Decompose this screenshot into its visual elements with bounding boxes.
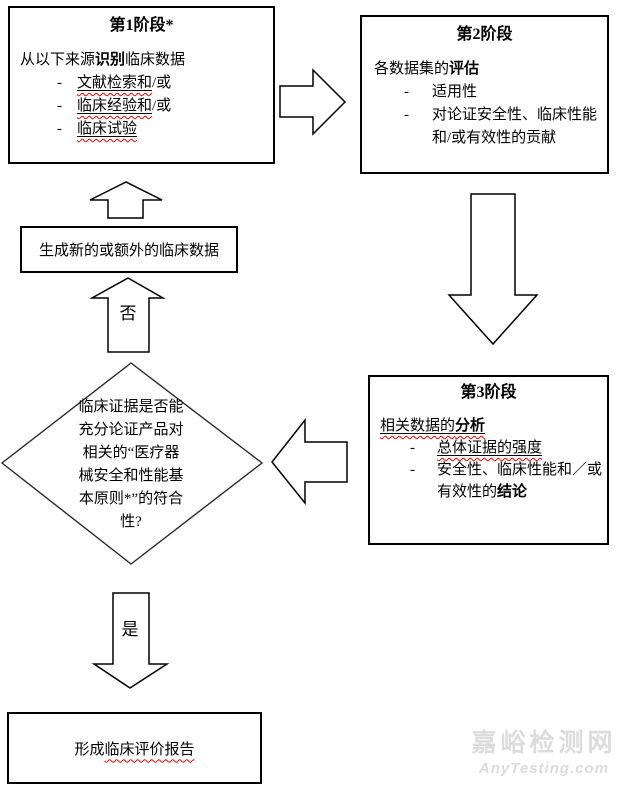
stage2-node: 第2阶段 各数据集的评估 - 适用性 - 对论证安全性、临床性能和/或有效性的贡… <box>360 15 609 174</box>
stage2-title: 第2阶段 <box>456 26 513 43</box>
label-yes: 是 <box>121 620 139 639</box>
decision-diamond-text: 临床证据是否能 充分论证产品对 相关的“医疗器 械安全和性能基 本原则*”的符合… <box>78 399 184 530</box>
dash-bullet: - <box>57 75 62 91</box>
generate-data-node: 生成新的或额外的临床数据 <box>20 226 238 273</box>
arrow-stage1-to-stage2-icon <box>279 68 347 136</box>
stage1-body: 从以下来源识别临床数据 - 文献检索和/或 - 临床经验和/或 - 临床试验 <box>10 49 273 141</box>
stage2-intro: 各数据集的评估 <box>374 61 480 77</box>
stage3-title: 第3阶段 <box>460 384 517 401</box>
stage3-list-item: - 总体证据的强度 <box>370 437 607 459</box>
stage2-list-item: - 适用性 <box>362 81 607 104</box>
stage1-title: 第1阶段* <box>109 17 174 34</box>
stage3-body: 相关数据的分析 - 总体证据的强度 - 安全性、临床性能和／或有效性的结论 <box>370 415 607 503</box>
label-no: 否 <box>119 304 137 323</box>
dash-bullet: - <box>57 121 62 137</box>
decision-diamond-shape <box>0 362 264 565</box>
dash-bullet: - <box>404 84 409 100</box>
stage1-node: 第1阶段* 从以下来源识别临床数据 - 文献检索和/或 - 临床经验和/或 - … <box>8 6 275 164</box>
arrow-stage3-to-decision-icon <box>271 417 348 506</box>
dash-bullet: - <box>410 462 415 478</box>
report-node: 形成临床评价报告 <box>7 712 262 784</box>
dash-bullet: - <box>410 440 415 456</box>
dash-bullet: - <box>57 98 62 114</box>
arrow-decision-to-generate-icon <box>89 277 166 353</box>
stage1-list-item: - 文献检索和/或 <box>10 72 273 95</box>
stage2-list-item: - 对论证安全性、临床性能和/或有效性的贡献 <box>362 104 607 150</box>
arrow-decision-to-report-icon <box>91 592 170 689</box>
generate-data-label: 生成新的或额外的临床数据 <box>38 243 219 259</box>
stage3-list-item: - 安全性、临床性能和／或有效性的结论 <box>370 459 607 503</box>
stage1-intro: 从以下来源识别临床数据 <box>20 52 186 68</box>
arrow-stage2-to-stage3-icon <box>447 193 539 346</box>
stage3-intro: 相关数据的分析 <box>380 418 486 434</box>
report-label: 形成临床评价报告 <box>74 741 195 758</box>
stage1-list-item: - 临床经验和/或 <box>10 95 273 118</box>
stage3-node: 第3阶段 相关数据的分析 - 总体证据的强度 - 安全性、临床性能和／或有效性的… <box>368 375 609 545</box>
stage2-body: 各数据集的评估 - 适用性 - 对论证安全性、临床性能和/或有效性的贡献 <box>362 58 607 150</box>
arrow-generate-to-stage1-icon <box>89 181 163 219</box>
dash-bullet: - <box>404 107 409 123</box>
stage1-list-item: - 临床试验 <box>10 118 273 141</box>
